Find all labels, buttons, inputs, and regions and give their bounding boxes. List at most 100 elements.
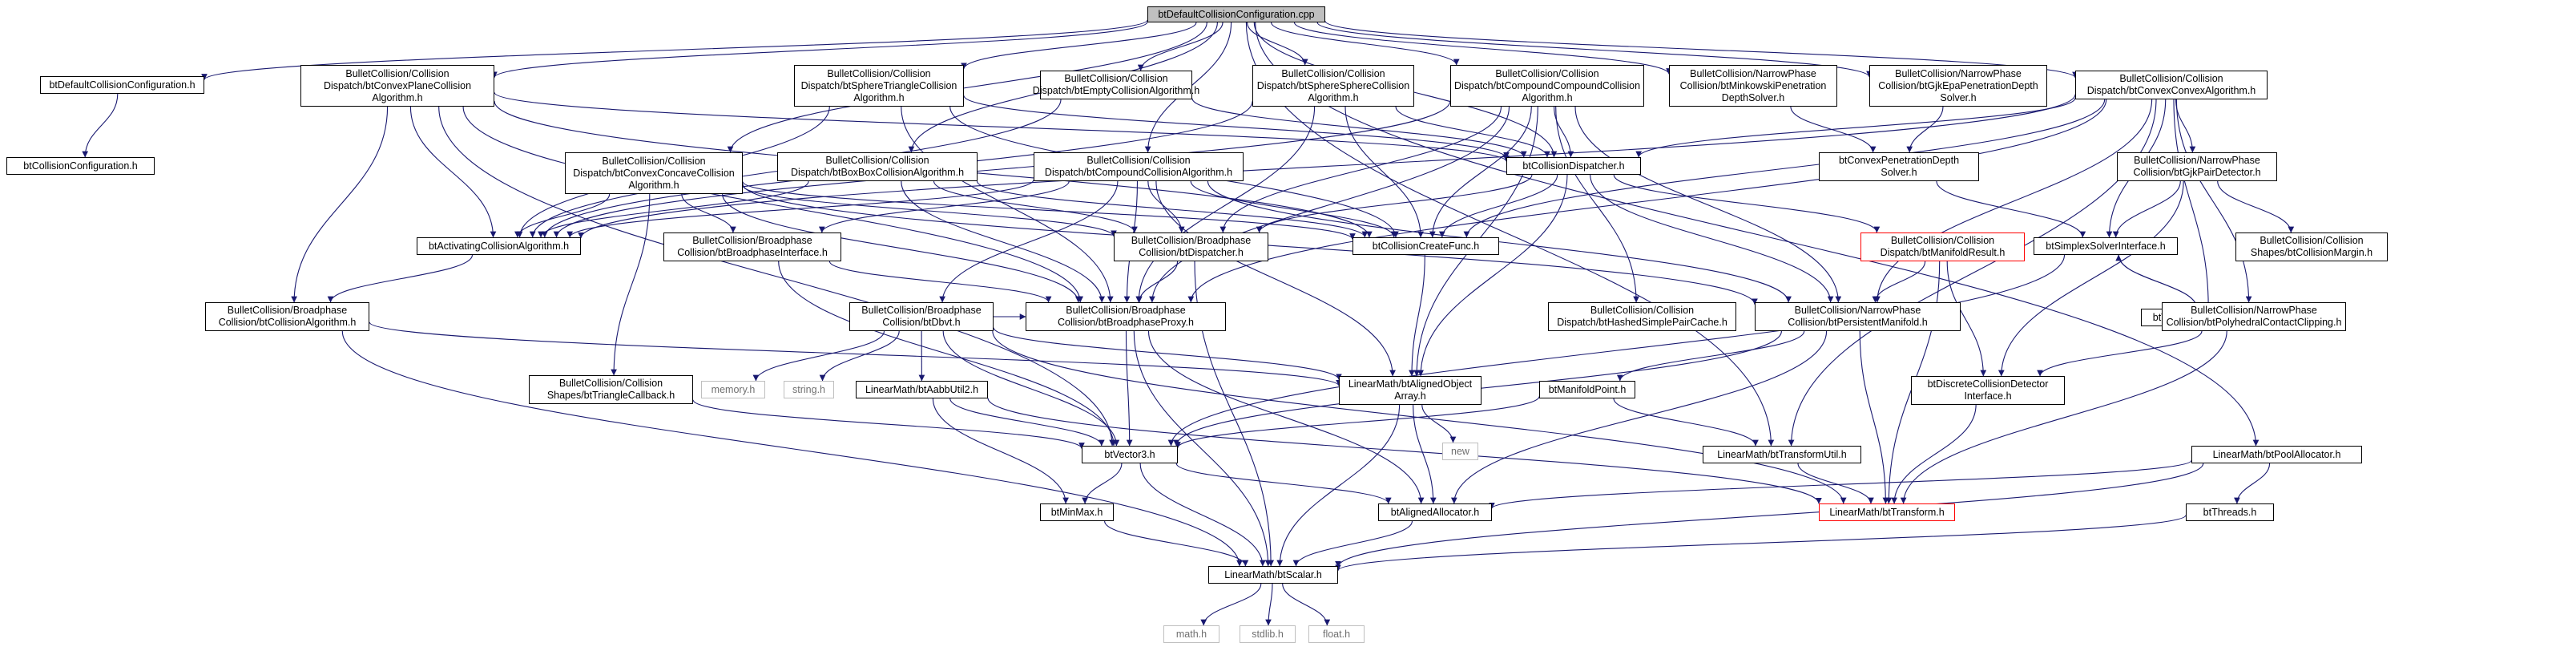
graph-node-float-h: float.h — [1308, 625, 1365, 643]
edge-n7-to-n28 — [1555, 106, 1639, 303]
graph-node-bulletcollision-narrowphase-collision-btpersistentmanifold-h[interactable]: BulletCollision/NarrowPhase Collision/bt… — [1755, 302, 1961, 331]
graph-node-bulletcollision-broadphase-collision-btbroadphaseproxy-h[interactable]: BulletCollision/Broadphase Collision/btB… — [1026, 302, 1226, 331]
edge-root-to-n8 — [1293, 22, 1672, 75]
edge-n10-to-n29 — [1874, 99, 2153, 303]
graph-node-linearmath-btaabbutil2-h[interactable]: LinearMath/btAabbUtil2.h — [856, 381, 988, 398]
edge-n46-to-n48 — [1265, 583, 1273, 626]
graph-node-linearmath-btpoolallocator-h[interactable]: LinearMath/btPoolAllocator.h — [2191, 446, 2362, 463]
graph-node-btcollisioncreatefunc-h[interactable]: btCollisionCreateFunc.h — [1353, 237, 1499, 255]
edge-n3-to-n27 — [462, 106, 1083, 303]
edge-n27-to-n39 — [1125, 330, 1133, 447]
edge-n14-to-n29 — [1590, 174, 1834, 303]
edge-root-to-n1 — [201, 19, 1148, 80]
graph-node-btcollisionconfiguration-h[interactable]: btCollisionConfiguration.h — [6, 157, 155, 175]
graph-node-bulletcollision-narrowphase-collision-btgjkepapenetrationdepth-solver-h[interactable]: BulletCollision/NarrowPhase Collision/bt… — [1869, 65, 2047, 107]
graph-node-linearmath-btscalar-h[interactable]: LinearMath/btScalar.h — [1208, 566, 1338, 584]
edge-n41-to-n45 — [2234, 463, 2271, 504]
edge-n14-to-n21 — [1613, 174, 1881, 233]
edge-n3-to-n39 — [438, 106, 1115, 447]
graph-node-btmanifoldpoint-h[interactable]: btManifoldPoint.h — [1539, 381, 1635, 398]
edge-n7-to-n14 — [1554, 106, 1574, 158]
edge-n46-to-n49 — [1282, 583, 1331, 626]
edge-n3-to-n17 — [409, 106, 497, 238]
graph-node-bulletcollision-narrowphase-collision-btgjkpairdetector-h[interactable]: BulletCollision/NarrowPhase Collision/bt… — [2117, 152, 2277, 181]
graph-node-new: new — [1442, 443, 1478, 460]
edge-n30-to-n44 — [1900, 330, 2227, 504]
graph-node-btthreads-h[interactable]: btThreads.h — [2186, 503, 2274, 521]
edge-n34-to-n42 — [932, 398, 1069, 504]
edge-n10-to-n20 — [1463, 99, 2106, 238]
edge-n20-to-n35 — [1409, 254, 1425, 377]
graph-node-bulletcollision-broadphase-collision-btdispatcher-h[interactable]: BulletCollision/Broadphase Collision/btD… — [1114, 232, 1268, 261]
edge-n37-to-n44 — [1891, 404, 1977, 504]
edge-n26-to-n39 — [942, 330, 1120, 447]
graph-node-btvector3-h[interactable]: btVector3.h — [1082, 446, 1178, 463]
graph-node-btdiscretecollisiondetector-interface-h[interactable]: btDiscreteCollisionDetector Interface.h — [1911, 376, 2065, 405]
edge-n36-to-n40 — [1613, 398, 1759, 447]
edge-n14-to-n20 — [1438, 174, 1558, 238]
graph-node-btdefaultcollisionconfiguration-cpp[interactable]: btDefaultCollisionConfiguration.cpp — [1147, 6, 1325, 22]
graph-node-bulletcollision-broadphase-collision-btcollisionalgorithm-h[interactable]: BulletCollision/Broadphase Collision/btC… — [205, 302, 369, 331]
graph-node-string-h: string.h — [784, 381, 834, 398]
graph-node-bulletcollision-collision-dispatch-btconvexplanecollision-algorithm-h[interactable]: BulletCollision/Collision Dispatch/btCon… — [300, 65, 494, 107]
graph-node-btalignedallocator-h[interactable]: btAlignedAllocator.h — [1378, 503, 1492, 521]
graph-node-btactivatingcollisionalgorithm-h[interactable]: btActivatingCollisionAlgorithm.h — [417, 237, 581, 255]
edge-n11-to-n18 — [681, 193, 736, 233]
edge-n16-to-n22 — [2112, 180, 2181, 238]
graph-node-linearmath-btalignedobject-array-h[interactable]: LinearMath/btAlignedObject Array.h — [1339, 376, 1482, 405]
edge-n13-to-n19 — [1147, 180, 1185, 233]
graph-node-bulletcollision-narrowphase-collision-btpolyhedralcontactclipping-h[interactable]: BulletCollision/NarrowPhase Collision/bt… — [2162, 302, 2346, 331]
edge-n6-to-n14 — [1395, 106, 1550, 158]
edge-n10-to-n30 — [2175, 99, 2252, 303]
edge-n36-to-n39 — [1175, 396, 1540, 448]
edge-n34-to-n39 — [949, 398, 1105, 447]
graph-node-linearmath-bttransform-h[interactable]: LinearMath/btTransform.h — [1819, 503, 1955, 521]
graph-node-btcollisiondispatcher-h[interactable]: btCollisionDispatcher.h — [1506, 157, 1641, 175]
graph-node-btminmax-h[interactable]: btMinMax.h — [1040, 503, 1114, 521]
edge-n12-to-n19 — [933, 180, 1138, 233]
edge-n3-to-n14 — [494, 91, 1510, 162]
edge-n31-to-n39 — [692, 399, 1085, 449]
edge-n41-to-n46 — [1335, 463, 2204, 568]
edge-n10-to-n14 — [1635, 97, 2076, 158]
edge-n27-to-n43 — [1147, 330, 1425, 504]
graph-node-bulletcollision-collision-dispatch-bthashedsimplepaircache-h[interactable]: BulletCollision/Collision Dispatch/btHas… — [1548, 302, 1736, 331]
graph-node-btsimplexsolverinterface-h[interactable]: btSimplexSolverInterface.h — [2034, 237, 2178, 255]
graph-node-btdefaultcollisionconfiguration-h[interactable]: btDefaultCollisionConfiguration.h — [40, 76, 204, 94]
graph-node-bulletcollision-narrowphase-collision-btminkowskipenetration-depthsolver-h[interactable]: BulletCollision/NarrowPhase Collision/bt… — [1669, 65, 1837, 107]
edge-n12-to-n20 — [976, 180, 1369, 238]
graph-node-bulletcollision-collision-shapes-bttrianglecallback-h[interactable]: BulletCollision/Collision Shapes/btTrian… — [529, 375, 693, 404]
graph-node-btconvexpenetrationdepth-solver-h[interactable]: btConvexPenetrationDepth Solver.h — [1819, 152, 1979, 181]
graph-node-linearmath-bttransformutil-h[interactable]: LinearMath/btTransformUtil.h — [1703, 446, 1861, 463]
graph-node-bulletcollision-broadphase-collision-btdbvt-h[interactable]: BulletCollision/Broadphase Collision/btD… — [849, 302, 994, 331]
edge-n3-to-n25 — [291, 106, 389, 303]
edge-n16-to-n23 — [2217, 180, 2295, 233]
edge-n29-to-n44 — [1859, 330, 1889, 504]
edge-n41-to-n43 — [1489, 459, 2192, 509]
graph-node-bulletcollision-collision-dispatch-btspheretrianglecollision-algorithm-h[interactable]: BulletCollision/Collision Dispatch/btSph… — [794, 65, 964, 107]
edge-n11-to-n31 — [611, 193, 651, 376]
edge-n39-to-n42 — [1082, 463, 1123, 504]
edge-n6-to-n20 — [1344, 106, 1424, 238]
edge-n46-to-n47 — [1200, 583, 1262, 626]
edge-n10-to-n17 — [578, 94, 2076, 239]
graph-node-bulletcollision-collision-dispatch-btcompoundcompoundcollision-algorithm-h[interactable]: BulletCollision/Collision Dispatch/btCom… — [1450, 65, 1644, 107]
graph-node-bulletcollision-collision-dispatch-btmanifoldresult-h[interactable]: BulletCollision/Collision Dispatch/btMan… — [1860, 232, 2025, 261]
graph-node-bulletcollision-collision-dispatch-btcompoundcollisionalgorithm-h[interactable]: BulletCollision/Collision Dispatch/btCom… — [1034, 152, 1244, 181]
edge-n18-to-n39 — [778, 261, 1117, 447]
graph-node-bulletcollision-collision-dispatch-btconvexconcavecollision-algorithm-h[interactable]: BulletCollision/Collision Dispatch/btCon… — [565, 152, 743, 194]
graph-node-bulletcollision-collision-shapes-btcollisionmargin-h[interactable]: BulletCollision/Collision Shapes/btColli… — [2235, 232, 2388, 261]
graph-node-bulletcollision-collision-dispatch-btboxboxcollisionalgorithm-h[interactable]: BulletCollision/Collision Dispatch/btBox… — [777, 152, 978, 181]
graph-node-bulletcollision-broadphase-collision-btbroadphaseinterface-h[interactable]: BulletCollision/Broadphase Collision/btB… — [663, 232, 841, 261]
edge-n12-to-n27 — [901, 180, 1106, 303]
edge-n13-to-n17 — [566, 179, 1034, 238]
graph-node-bulletcollision-collision-dispatch-btemptycollisionalgorithm-h[interactable]: BulletCollision/Collision Dispatch/btEmp… — [1033, 71, 1199, 99]
graph-node-bulletcollision-collision-dispatch-btspherespherecollision-algorithm-h[interactable]: BulletCollision/Collision Dispatch/btSph… — [1252, 65, 1414, 107]
edge-n4-to-n27 — [901, 106, 1114, 303]
edge-n7-to-n20 — [1429, 106, 1532, 238]
edge-n14-to-n19 — [1256, 174, 1533, 233]
graph-node-bulletcollision-collision-dispatch-btconvexconvexalgorithm-h[interactable]: BulletCollision/Collision Dispatch/btCon… — [2075, 71, 2268, 99]
edge-n7-to-n19 — [1219, 106, 1502, 233]
graph-node-math-h: math.h — [1163, 625, 1219, 643]
edge-n4-to-n14 — [963, 95, 1510, 159]
